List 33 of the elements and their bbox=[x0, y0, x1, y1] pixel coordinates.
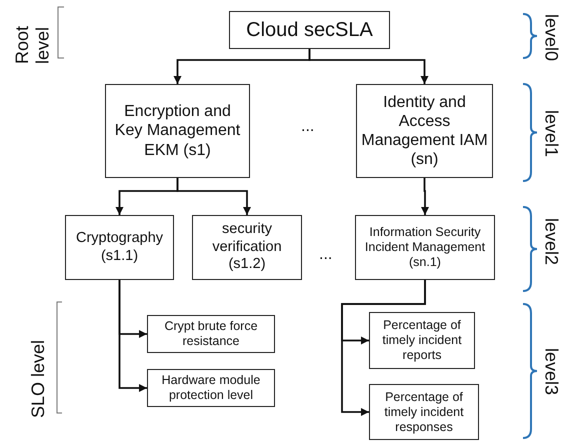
process-box bbox=[147, 369, 275, 407]
node-label: Hardware module protection level bbox=[160, 373, 262, 403]
node-label: Crypt brute force resistance bbox=[163, 319, 259, 349]
level-label: level2 bbox=[541, 218, 562, 268]
node-label: Identity and Access Management IAM (sn) bbox=[360, 92, 489, 170]
arrow bbox=[176, 178, 251, 215]
process-box bbox=[356, 84, 493, 178]
process-box bbox=[147, 315, 275, 353]
process-box bbox=[105, 84, 250, 178]
arrow bbox=[341, 280, 426, 416]
node-label: Cloud secSLA bbox=[246, 18, 373, 42]
arrow bbox=[421, 178, 429, 215]
level-label: Root level bbox=[12, 24, 54, 64]
node-label: Information Security Incident Management (sn.1) bbox=[364, 225, 486, 270]
node-label: Percentage of timely incident responses bbox=[383, 390, 465, 434]
ellipsis-text: ... bbox=[319, 246, 332, 264]
node-label: security verification (s1.2) bbox=[211, 221, 283, 274]
process-box bbox=[369, 312, 475, 369]
process-box bbox=[355, 215, 495, 280]
level-label: level3 bbox=[541, 348, 562, 398]
process-box bbox=[192, 215, 302, 280]
process-box bbox=[369, 384, 479, 440]
node-label: Encryption and Key Management EKM (s1) bbox=[114, 102, 242, 160]
arrow bbox=[308, 49, 428, 84]
ellipsis-text: ... bbox=[301, 118, 314, 136]
node-label: Percentage of timely incident reports bbox=[381, 318, 463, 363]
level-label: level0 bbox=[541, 14, 562, 64]
level-label: SLO level bbox=[28, 338, 49, 418]
level-label: level1 bbox=[541, 110, 562, 160]
process-box bbox=[65, 215, 174, 280]
arrow bbox=[118, 280, 147, 392]
node-label: Cryptography (s1.1) bbox=[74, 230, 164, 265]
process-box bbox=[229, 11, 390, 49]
